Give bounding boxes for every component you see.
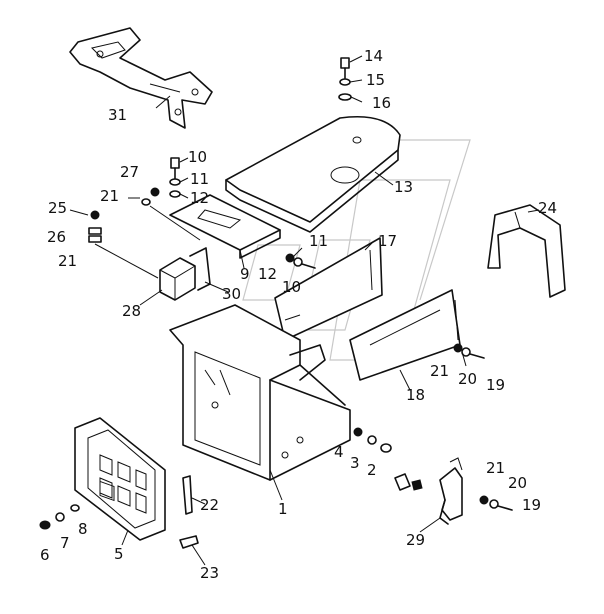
callout-18: 18	[406, 386, 425, 404]
bolt-stack-14-15-16	[338, 55, 363, 103]
part-29-bracket	[439, 457, 463, 525]
callout-1: 1	[278, 500, 288, 518]
callout-23: 23	[200, 564, 219, 582]
bolt-group-21-20-19-lower	[479, 495, 513, 511]
part-28-box	[159, 247, 211, 301]
callout-11-top: 11	[190, 170, 209, 188]
callout-labels: 31 14 15 16 13 10 11 12 27 21 25 26 21 1…	[40, 47, 557, 582]
part-31-frame-bracket	[69, 27, 213, 129]
part-9-panel	[169, 157, 281, 259]
callout-13: 13	[394, 178, 413, 196]
callout-27: 27	[120, 163, 139, 181]
callout-5: 5	[114, 545, 124, 563]
callout-9: 9	[240, 265, 250, 283]
part-5-grille-panel	[74, 417, 166, 541]
leader-lines	[121, 95, 540, 566]
part-17-side-panel	[274, 237, 383, 341]
part-23-pin	[179, 535, 199, 549]
callout-30: 30	[222, 285, 241, 303]
callout-14: 14	[364, 47, 383, 65]
callout-28: 28	[122, 302, 141, 320]
callout-31: 31	[108, 106, 127, 124]
callout-12-top: 12	[190, 189, 209, 207]
callout-10-top: 10	[188, 148, 207, 166]
small-clip	[394, 473, 423, 491]
callout-15: 15	[366, 71, 385, 89]
callout-7: 7	[60, 534, 70, 552]
callout-3: 3	[350, 454, 360, 472]
callout-19-lower: 19	[522, 496, 541, 514]
callout-21-upper: 21	[100, 187, 119, 205]
callout-6: 6	[40, 546, 50, 564]
bolt-group-6-7-8	[39, 504, 80, 530]
callout-24: 24	[538, 199, 557, 217]
callout-21-lower: 21	[486, 459, 505, 477]
callout-11-mid: 11	[309, 232, 328, 250]
callout-29: 29	[406, 531, 425, 549]
callout-10-mid: 10	[282, 278, 301, 296]
callout-26: 26	[47, 228, 66, 246]
bolt-group-4-3-2	[353, 427, 392, 453]
callout-12-mid: 12	[258, 265, 277, 283]
bolt-group-21-20-19	[453, 343, 485, 359]
callout-2: 2	[367, 461, 377, 479]
callout-19-right: 19	[486, 376, 505, 394]
part-1-main-frame	[169, 304, 351, 481]
bolt-27-21	[128, 187, 201, 241]
callout-20-lower: 20	[508, 474, 527, 492]
callout-21-left: 21	[58, 252, 77, 270]
callout-21-right: 21	[430, 362, 449, 380]
part-24-bracket	[487, 204, 566, 298]
callout-17: 17	[378, 232, 397, 250]
callout-4: 4	[334, 443, 344, 461]
bolt-stack-25-26-21	[69, 209, 159, 279]
callout-16: 16	[372, 94, 391, 112]
callout-22: 22	[200, 496, 219, 514]
part-22-pin	[182, 475, 193, 515]
part-13-top-cover	[225, 115, 401, 233]
callout-8: 8	[78, 520, 88, 538]
callout-25: 25	[48, 199, 67, 217]
callout-20-right: 20	[458, 370, 477, 388]
bolt-group-10-11-12-right	[285, 247, 316, 269]
